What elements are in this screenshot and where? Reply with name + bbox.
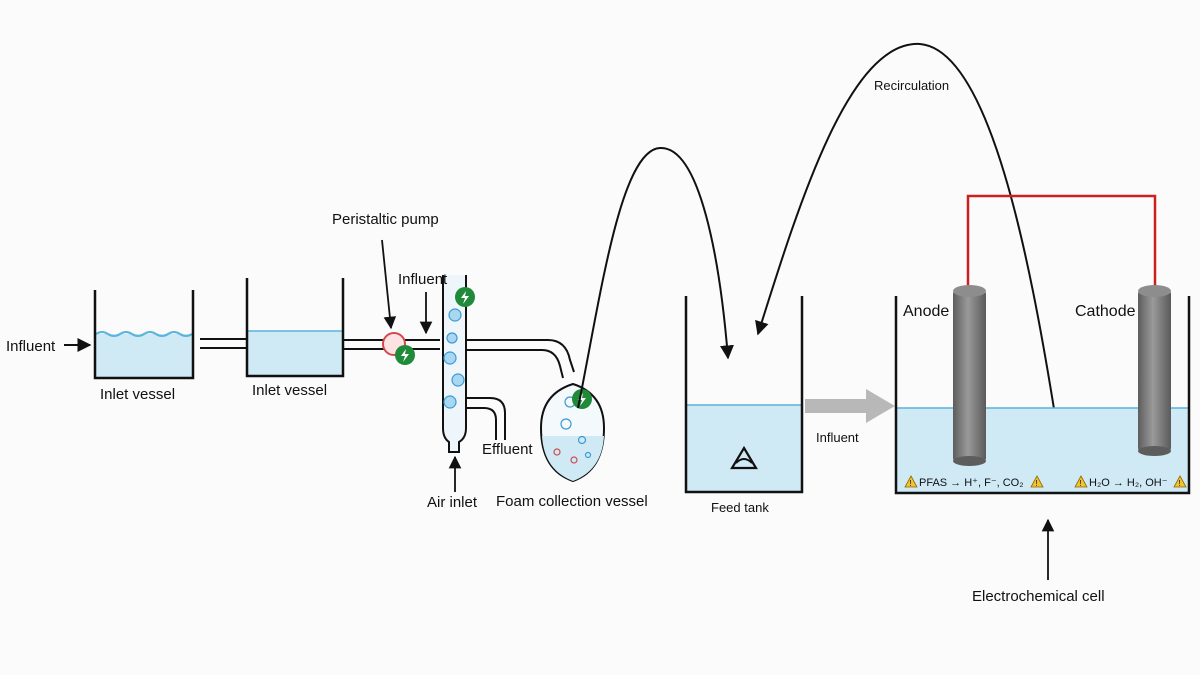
feed-tank-label: Feed tank (711, 500, 769, 515)
svg-text:!: ! (1036, 479, 1038, 488)
pipe-v1-v2 (200, 338, 246, 349)
recirculation-label: Recirculation (874, 78, 949, 93)
electrochemical-cell-label: Electrochemical cell (972, 588, 1105, 605)
pipe-column-foam (466, 339, 575, 379)
svg-text:!: ! (910, 479, 912, 488)
arc-recirculation (755, 42, 1056, 416)
svg-text:!: ! (1080, 479, 1082, 488)
arc-foam-to-feed (577, 146, 734, 409)
flotation-column (442, 275, 467, 453)
warning-triangle-icon: ! (1074, 475, 1088, 488)
foam-collection-vessel-label: Foam collection vessel (496, 493, 648, 510)
inlet-vessel-1-label: Inlet vessel (100, 386, 175, 403)
flow-arrow-feed-to-cell (805, 389, 895, 423)
lightning-badge-icon (572, 389, 592, 409)
pump-pointer-arrow (381, 239, 397, 330)
anode-label: Anode (903, 303, 949, 320)
cathode-electrode (1138, 285, 1171, 456)
inlet-vessel-2-label: Inlet vessel (252, 382, 327, 399)
influent-cell-label: Influent (816, 430, 859, 445)
influent-in-label: Influent (6, 338, 56, 355)
foam-collection-vessel (539, 382, 606, 483)
warning-triangle-icon: ! (1030, 475, 1044, 488)
lightning-badge-icon (455, 287, 475, 307)
air-inlet-label: Air inlet (427, 494, 478, 511)
effluent-label: Effluent (482, 441, 533, 458)
peristaltic-pump-label: Peristaltic pump (332, 211, 439, 228)
cathode-reaction-text: H₂O → H₂, OH⁻ (1089, 477, 1168, 489)
warning-triangle-icon: ! (904, 475, 918, 488)
influent-column-label: Influent (398, 271, 448, 288)
warning-triangle-icon: ! (1173, 475, 1187, 488)
eye-triangle-icon (730, 445, 758, 470)
cathode-label: Cathode (1075, 303, 1136, 320)
inlet-vessel-2 (245, 278, 345, 378)
lightning-badge-icon (395, 345, 415, 365)
anode-electrode (953, 285, 986, 466)
circuit-wire (966, 194, 1157, 288)
effluent-pipe (466, 397, 506, 440)
feed-tank (684, 296, 804, 494)
inlet-vessel-1 (93, 290, 195, 380)
anode-reaction-text: PFAS → H⁺, F⁻, CO₂ (919, 477, 1024, 489)
svg-text:!: ! (1179, 479, 1181, 488)
